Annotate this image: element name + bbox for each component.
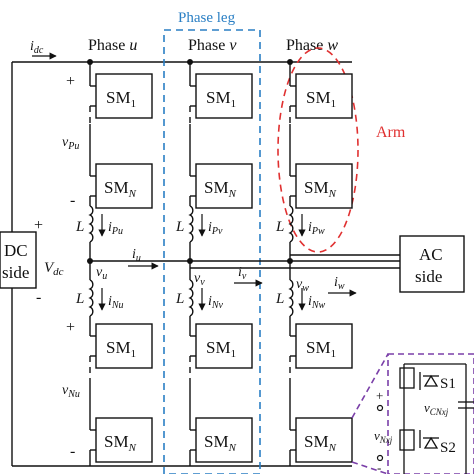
- phase-w-title: Phase w: [286, 37, 338, 54]
- phase-u-title: Phase u: [88, 37, 137, 54]
- inductor-labels: L L L L L L: [75, 219, 284, 307]
- node-v-top: [187, 59, 193, 65]
- node-u-top: [87, 59, 93, 65]
- sm-w-1-lower: [295, 323, 353, 369]
- sm-label: SM1: [206, 88, 236, 110]
- vnxj-label: vNxj: [374, 428, 393, 445]
- arm-current-arrows: [98, 214, 306, 311]
- sm-label: SM1: [106, 88, 136, 110]
- inw-label: iNw: [308, 294, 326, 311]
- ac-side-box: [399, 235, 465, 293]
- vpu-label: vPu: [62, 135, 79, 152]
- L-label: L: [75, 291, 84, 307]
- phase-v-column: [188, 62, 196, 466]
- arm-ellipse: [277, 47, 359, 253]
- inset-plus: +: [376, 388, 383, 403]
- L-label: L: [275, 291, 284, 307]
- inset-minus: -: [377, 460, 381, 474]
- phase-w-column: [288, 62, 296, 466]
- s2-label: S2: [440, 440, 456, 456]
- inset-box: [387, 353, 474, 474]
- phase-leg-box: [163, 29, 261, 474]
- sm-labels: SM1 SMN SM1 SMN SM1 SMN SM1 SMN SM1 SMN …: [104, 88, 337, 454]
- sm-u-1: [95, 73, 153, 119]
- sm-v-n-lower: [195, 417, 253, 463]
- sm-label: SMN: [304, 178, 337, 200]
- vcnxj-label: vCNxj: [424, 400, 449, 417]
- dc-bus: [11, 61, 352, 467]
- sm-label: SMN: [204, 178, 237, 200]
- ac-side-label-1: AC: [419, 245, 443, 264]
- sm-label: SMN: [104, 178, 137, 200]
- submodules: [95, 73, 353, 463]
- sm-label: SMN: [104, 432, 137, 454]
- vw-label: vw: [296, 277, 309, 294]
- vpu-minus: -: [70, 192, 75, 209]
- phase-leg-label: Phase leg: [178, 10, 236, 26]
- sm-v-1-lower: [195, 323, 253, 369]
- vu-label: vu: [96, 265, 107, 282]
- ipv-label: iPv: [208, 220, 223, 237]
- submodule-inset: S1 S2 vCNxj vNxj + -: [351, 353, 474, 474]
- arm-label: Arm: [376, 124, 406, 141]
- sm-label: SMN: [204, 432, 237, 454]
- L-label: L: [175, 291, 184, 307]
- L-label: L: [275, 219, 284, 235]
- dc-plus-sign: +: [34, 217, 43, 234]
- sm-label: SM1: [306, 338, 336, 360]
- idc-label: idc: [30, 39, 44, 56]
- sm-w-n: [295, 163, 353, 209]
- sm-label: SM1: [206, 338, 236, 360]
- sm-u-n: [95, 163, 153, 209]
- sm-u-1-lower: [95, 323, 153, 369]
- phase-v-title: Phase v: [188, 37, 237, 54]
- s1-label: S1: [440, 376, 456, 392]
- inv-label: iNv: [208, 294, 224, 311]
- sm-w-1: [295, 73, 353, 119]
- ipw-label: iPw: [308, 220, 325, 237]
- iw-label: iw: [334, 275, 345, 292]
- sm-label: SM1: [106, 338, 136, 360]
- dc-side-label-1: DC: [4, 241, 28, 260]
- vnu-plus: +: [66, 319, 75, 336]
- iu-label: iu: [132, 247, 141, 264]
- sm-label: SM1: [306, 88, 336, 110]
- sm-w-n-lower: [295, 417, 353, 463]
- sm-v-n: [195, 163, 253, 209]
- vdc-label: Vdc: [44, 260, 64, 278]
- ac-lines: [90, 254, 400, 269]
- dc-minus-sign: -: [36, 289, 41, 306]
- node-w-top: [287, 59, 293, 65]
- ac-side-label-2: side: [415, 267, 442, 286]
- iv-label: iv: [238, 265, 247, 282]
- sm-v-1: [195, 73, 253, 119]
- L-label: L: [175, 219, 184, 235]
- phase-u-column: [88, 62, 96, 466]
- sm-u-n-lower: [95, 417, 153, 463]
- dc-side-label-2: side: [2, 263, 29, 282]
- sm-label: SMN: [304, 432, 337, 454]
- inu-label: iNu: [108, 294, 124, 311]
- dc-side-box: [0, 231, 37, 289]
- vv-label: vv: [194, 271, 205, 288]
- L-label: L: [75, 219, 84, 235]
- vnu-minus: -: [70, 443, 75, 460]
- vpu-plus: +: [66, 73, 75, 90]
- ipu-label: iPu: [108, 220, 123, 237]
- vnu-label: vNu: [62, 383, 80, 400]
